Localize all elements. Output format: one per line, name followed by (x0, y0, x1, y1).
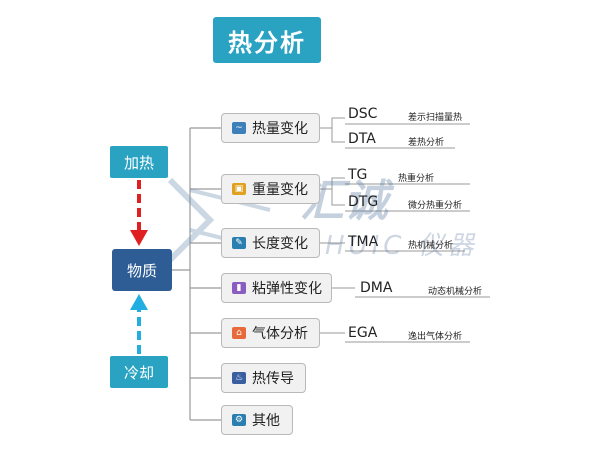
method-tg: TG (348, 167, 368, 183)
method-dma-desc: 动态机械分析 (428, 287, 483, 297)
category-label: 重量变化 (252, 182, 308, 198)
heat-node: 加热 (110, 146, 168, 178)
method-tma-desc: 热机械分析 (408, 241, 454, 251)
category-label: 热传导 (252, 371, 294, 387)
method-tma: TMA (348, 234, 379, 250)
ruler-icon: ✎ (232, 237, 246, 249)
cool-node: 冷却 (110, 356, 168, 388)
method-tg-desc: 热重分析 (398, 174, 435, 184)
category-gas: ⌂ 气体分析 (221, 318, 320, 348)
category-label: 热量变化 (252, 121, 308, 137)
category-conduction: ♨ 热传导 (221, 363, 306, 393)
method-ega: EGA (348, 325, 378, 341)
category-length: ✎ 长度变化 (221, 228, 320, 258)
bar-chart-icon: ▮ (232, 282, 246, 294)
gear-icon: ⚙ (232, 414, 246, 426)
method-ega-desc: 逸出气体分析 (408, 332, 463, 342)
category-weight: ▣ 重量变化 (221, 174, 320, 204)
category-heat: ~ 热量变化 (221, 113, 320, 143)
category-viscoelastic: ▮ 粘弹性变化 (221, 273, 332, 303)
conduction-icon: ♨ (232, 372, 246, 384)
page-title: 热分析 (213, 17, 321, 63)
method-dsc: DSC (348, 106, 378, 122)
method-dma: DMA (360, 280, 393, 296)
watermark-sub: HUIC 仪器 (325, 231, 478, 261)
category-label: 粘弹性变化 (252, 281, 322, 297)
category-label: 长度变化 (252, 236, 308, 252)
chart-line-icon: ~ (232, 122, 246, 134)
category-other: ⚙ 其他 (221, 405, 293, 435)
method-dsc-desc: 差示扫描量热 (408, 113, 463, 123)
matter-node: 物质 (112, 249, 172, 291)
gas-icon: ⌂ (232, 327, 246, 339)
category-label: 其他 (252, 413, 280, 429)
method-dta-desc: 差热分析 (408, 138, 445, 148)
method-dta: DTA (348, 131, 376, 147)
category-label: 气体分析 (252, 326, 308, 342)
method-dtg: DTG (348, 194, 379, 210)
method-dtg-desc: 微分热重分析 (408, 201, 463, 211)
weight-icon: ▣ (232, 183, 246, 195)
